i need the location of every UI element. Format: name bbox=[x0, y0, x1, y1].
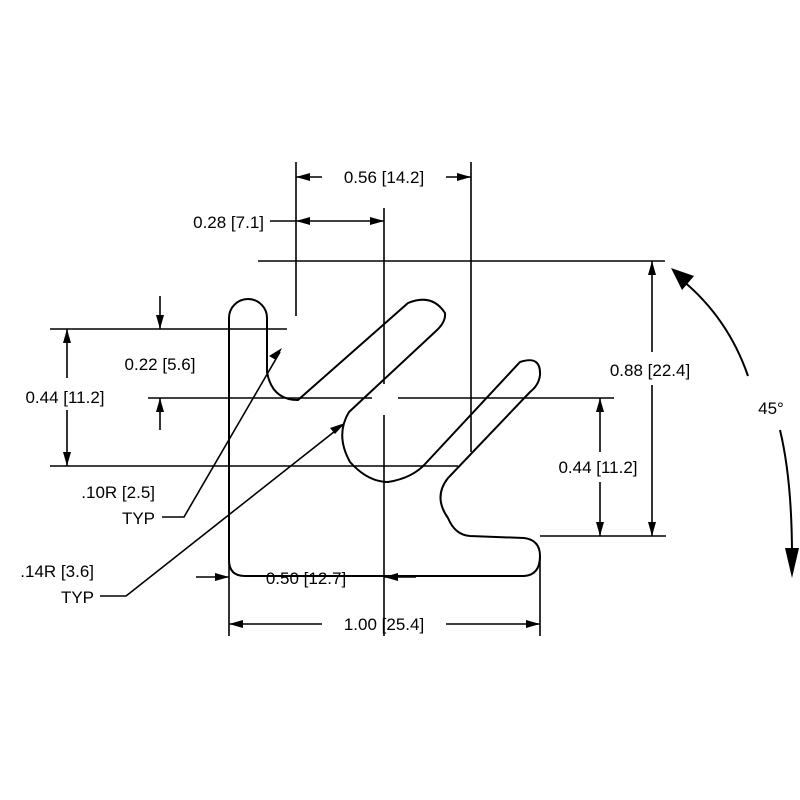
dim-label: 0.22 [5.6] bbox=[125, 355, 196, 374]
dim-label: 0.44 [11.2] bbox=[558, 458, 637, 477]
rotation-indicator: 45° bbox=[671, 268, 799, 578]
arrowhead bbox=[63, 452, 71, 466]
arrowhead bbox=[229, 620, 243, 628]
dim-label: 1.00 [25.4] bbox=[344, 615, 424, 634]
dim-slot-height: 0.22 [5.6] bbox=[125, 296, 196, 430]
dim-overall-width: 1.00 [25.4] bbox=[229, 615, 540, 634]
arrowhead bbox=[156, 315, 164, 329]
dim-label: 0.50 [12.7] bbox=[266, 569, 346, 588]
arrowhead bbox=[457, 173, 471, 181]
arrowhead bbox=[648, 522, 656, 536]
arrowhead bbox=[648, 261, 656, 275]
dim-center-offset: 0.28 [7.1] bbox=[193, 213, 384, 232]
arrowhead bbox=[370, 217, 384, 225]
rotation-arrowhead-upper bbox=[671, 268, 694, 290]
dim-left-height: 0.44 [11.2] bbox=[25, 329, 105, 466]
extension-lines bbox=[50, 162, 666, 636]
angle-label: 45° bbox=[758, 399, 784, 418]
leader-small-radius: .10R [2.5] TYP bbox=[81, 348, 282, 528]
radius-note: TYP bbox=[122, 509, 155, 528]
dim-label: 0.88 [22.4] bbox=[610, 361, 690, 380]
dim-top-width: 0.56 [14.2] bbox=[296, 168, 471, 187]
rotation-arc-upper bbox=[681, 279, 749, 377]
arrowhead bbox=[269, 348, 282, 360]
arrowhead bbox=[296, 217, 310, 225]
dim-label: 0.28 [7.1] bbox=[193, 213, 264, 232]
radius-label: .10R [2.5] bbox=[81, 483, 155, 502]
leader-line bbox=[162, 351, 281, 518]
part-outline bbox=[228, 298, 542, 577]
radius-note: TYP bbox=[61, 588, 94, 607]
arrowhead bbox=[63, 329, 71, 343]
arrowhead bbox=[296, 173, 310, 181]
dim-label: 0.44 [11.2] bbox=[25, 388, 104, 407]
arrowhead bbox=[330, 423, 345, 434]
arrowhead bbox=[596, 398, 604, 412]
rotation-arc-lower bbox=[779, 429, 793, 557]
arrowhead bbox=[384, 573, 398, 581]
dim-overall-height: 0.88 [22.4] bbox=[610, 261, 690, 536]
leader-large-radius: .14R [3.6] TYP bbox=[20, 423, 345, 607]
arrowhead bbox=[526, 620, 540, 628]
dim-half-width: 0.50 [12.7] bbox=[196, 569, 416, 588]
arrowhead bbox=[596, 522, 604, 536]
shim-profile bbox=[228, 298, 542, 577]
dim-right-height: 0.44 [11.2] bbox=[558, 398, 638, 536]
rotation-arrowhead-lower bbox=[785, 548, 799, 578]
leader-line bbox=[100, 423, 345, 597]
radius-label: .14R [3.6] bbox=[20, 562, 94, 581]
arrowhead bbox=[156, 398, 164, 412]
arrowhead bbox=[215, 573, 229, 581]
dim-label: 0.56 [14.2] bbox=[344, 168, 424, 187]
